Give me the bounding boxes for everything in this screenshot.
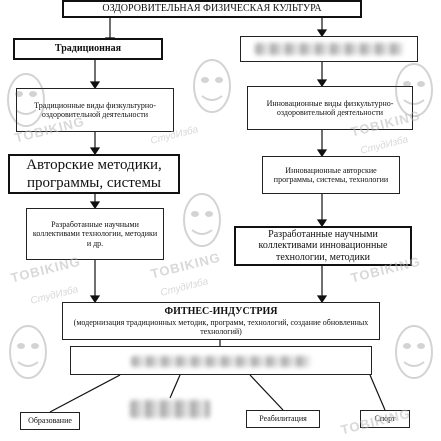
education-text: Образование	[28, 416, 72, 426]
top-title: ОЗДОРОВИТЕЛЬНАЯ ФИЗИЧЕСКАЯ КУЛЬТУРА	[102, 3, 322, 15]
traditional-types-text: Традиционные виды физкультурно-оздоровит…	[34, 100, 156, 119]
rehabilitation-text: Реабилитация	[259, 414, 307, 424]
author-methods-text: Авторские методики, программы, системы	[26, 157, 162, 191]
blurred-directions-box	[70, 346, 372, 375]
innovative-methods-text: Инновационные авторские программы, систе…	[273, 165, 389, 184]
fitness-industry-subtitle: (модернизация традиционных методик, прог…	[73, 317, 369, 336]
blurred-bottom-item	[130, 400, 210, 418]
innovative-developed-box: Разработанные научными коллективами инно…	[234, 226, 412, 266]
sport-text: Спорт	[374, 414, 396, 424]
traditional-heading: Традиционная	[54, 43, 122, 55]
innovative-types-text: Инновационные виды физкультурно-оздорови…	[266, 98, 394, 117]
rehabilitation-box: Реабилитация	[246, 410, 320, 428]
fitness-industry-box: ФИТНЕС-ИНДУСТРИЯ (модернизация традицион…	[62, 302, 380, 340]
blurred-directions	[131, 356, 311, 367]
education-box: Образование	[20, 412, 80, 430]
innovative-types-box: Инновационные виды физкультурно-оздорови…	[247, 86, 413, 130]
developed-technologies-box: Разработанные научными коллективами техн…	[26, 208, 164, 260]
sport-box: Спорт	[360, 410, 410, 428]
developed-technologies-text: Разработанные научными коллективами техн…	[32, 220, 158, 248]
innovative-heading-box	[240, 36, 418, 62]
fitness-industry-title: ФИТНЕС-ИНДУСТРИЯ	[164, 306, 278, 318]
blurred-heading	[255, 43, 403, 55]
innovative-methods-box: Инновационные авторские программы, систе…	[262, 156, 400, 194]
traditional-heading-box: Традиционная	[13, 38, 163, 60]
traditional-types-box: Традиционные виды физкультурно-оздоровит…	[16, 88, 174, 132]
top-title-box: ОЗДОРОВИТЕЛЬНАЯ ФИЗИЧЕСКАЯ КУЛЬТУРА	[62, 0, 362, 18]
author-methods-box: Авторские методики, программы, системы	[8, 154, 180, 194]
innovative-developed-text: Разработанные научными коллективами инно…	[258, 228, 388, 263]
